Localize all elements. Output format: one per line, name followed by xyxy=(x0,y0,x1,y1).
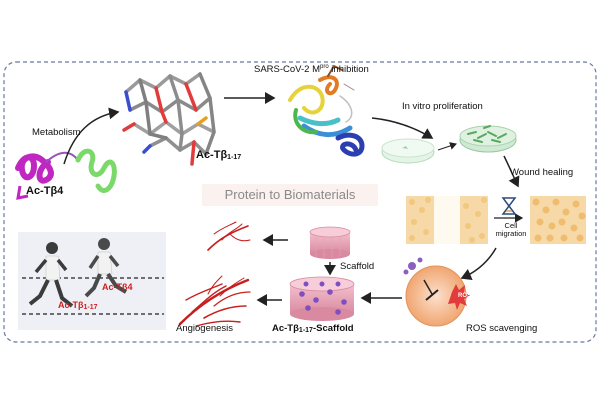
protein-to-biomaterials-title: Protein to Biomaterials xyxy=(202,184,378,206)
hourglass-icon xyxy=(501,197,517,215)
ac-tb4-label: Ac-Tβ4 xyxy=(26,185,64,197)
ros-cell xyxy=(403,257,471,327)
scaffold-cylinder xyxy=(309,226,351,259)
wound-after-panel xyxy=(530,196,586,244)
runner-left xyxy=(28,242,74,308)
scaffold-label: Scaffold xyxy=(340,261,375,272)
dashed-frame xyxy=(3,61,597,343)
metabolism-label: Metabolism xyxy=(32,127,81,138)
ros-badge-label: ROS xyxy=(458,293,472,299)
metabolism-arrow xyxy=(63,107,120,165)
to-proliferation-arrow xyxy=(371,117,434,139)
ac-tb4-helix xyxy=(15,148,117,200)
petri-dish-cells xyxy=(459,125,517,153)
petri-dish-empty xyxy=(381,138,435,164)
to-wound-healing-arrow xyxy=(503,155,520,188)
peptide-molecule-icon xyxy=(403,257,423,275)
angiogenesis-label: Angiogenesis xyxy=(176,323,234,334)
runner-right xyxy=(84,238,128,298)
to-ros-arrow xyxy=(460,247,497,280)
ac-tb117-stick-structure xyxy=(122,72,216,166)
ac-tb117-scaffold-cylinder xyxy=(289,276,355,321)
ros-scavenging-label: ROS scavenging xyxy=(466,323,538,334)
ac-tb117-scaffold-label: Ac-Tβ1-17-Scaffold xyxy=(272,323,354,334)
runner-ac-tb117-label: Ac-Tβ1-17 xyxy=(58,300,98,312)
ros-burst-icon xyxy=(448,284,471,310)
mpro-protein-ribbon xyxy=(288,64,365,157)
dense-vessels xyxy=(178,275,251,327)
runner-ac-tb4-label: Ac-Tβ4 xyxy=(102,282,133,292)
ac-tb117-label: Ac-Tβ1-17 xyxy=(196,149,242,162)
sparse-vessels xyxy=(207,221,251,251)
wound-before-panel xyxy=(406,196,488,244)
in-vitro-proliferation-label: In vitro proliferation xyxy=(402,101,483,112)
proliferation-arrow xyxy=(437,142,457,151)
runners-panel xyxy=(18,232,166,330)
wound-healing-label: Wound healing xyxy=(510,167,574,178)
sars-mpro-label: SARS-CoV-2 Mpro inhibition xyxy=(254,64,369,75)
